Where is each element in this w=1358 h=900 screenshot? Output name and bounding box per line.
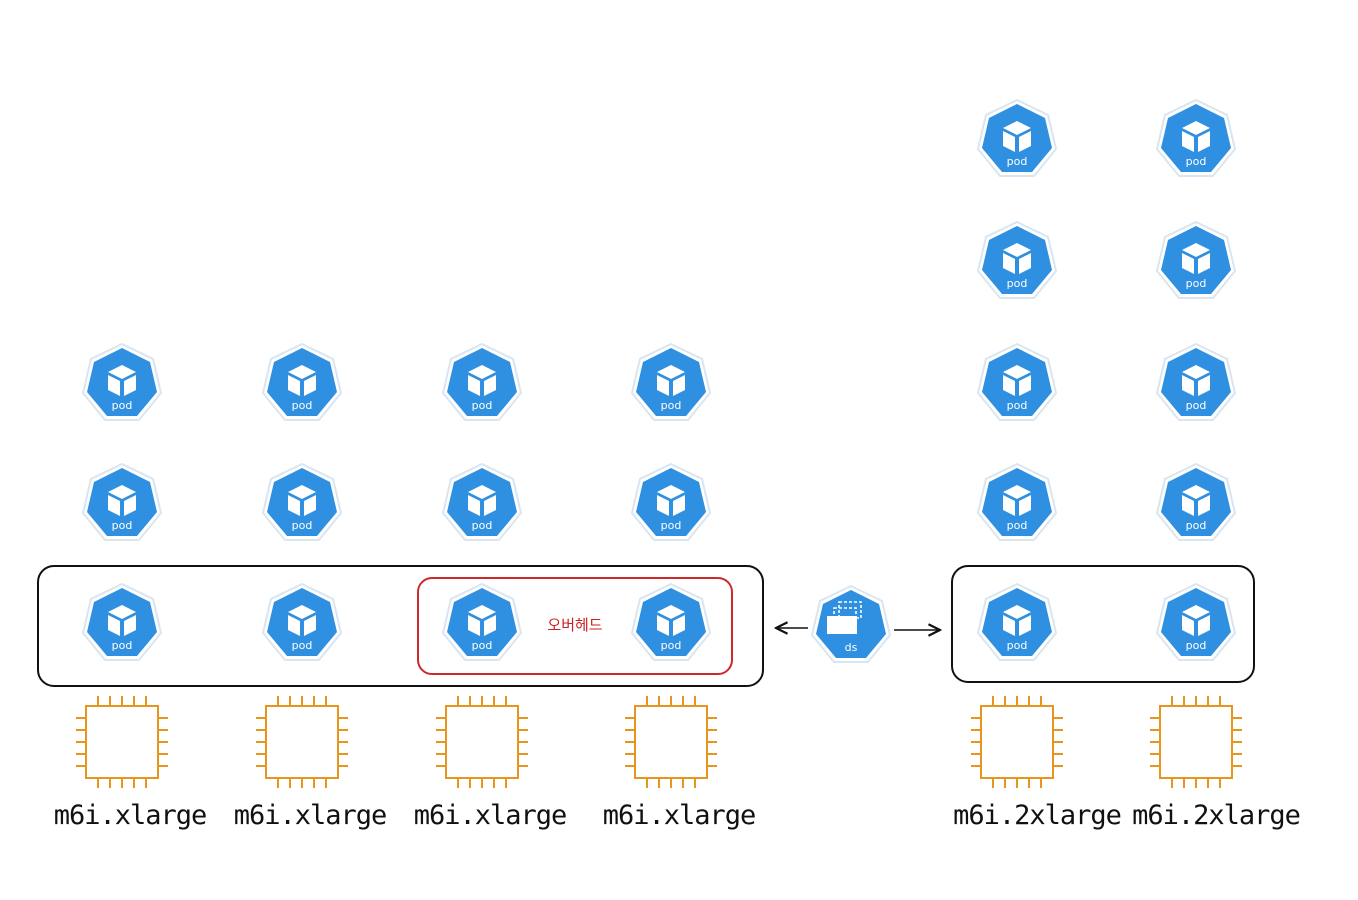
pod-icon: pod bbox=[631, 343, 711, 421]
overhead-highlight-box bbox=[417, 577, 733, 675]
pod-icon: pod bbox=[262, 463, 342, 541]
pod-icon: pod bbox=[82, 583, 162, 661]
daemonset-icon: ds bbox=[811, 585, 891, 663]
pod-label: pod bbox=[1186, 519, 1207, 532]
pod-icon: pod bbox=[1156, 343, 1236, 421]
ec2-instance-chip-icon bbox=[75, 695, 169, 789]
ec2-instance-chip-icon bbox=[435, 695, 529, 789]
instance-type-label: m6i.xlarge bbox=[414, 800, 567, 831]
pod-label: pod bbox=[292, 399, 313, 412]
pod-icon: pod bbox=[1156, 583, 1236, 661]
ec2-instance-chip-icon bbox=[624, 695, 718, 789]
pod-label: pod bbox=[1007, 399, 1028, 412]
pod-icon: pod bbox=[631, 463, 711, 541]
pod-icon: pod bbox=[977, 583, 1057, 661]
pod-icon: pod bbox=[1156, 221, 1236, 299]
pod-icon: pod bbox=[977, 221, 1057, 299]
pod-label: pod bbox=[1186, 639, 1207, 652]
pod-label: pod bbox=[661, 399, 682, 412]
instance-type-label: m6i.2xlarge bbox=[953, 800, 1121, 831]
pod-label: pod bbox=[112, 519, 133, 532]
pod-icon: pod bbox=[977, 99, 1057, 177]
pod-icon: pod bbox=[977, 343, 1057, 421]
pod-label: pod bbox=[472, 639, 493, 652]
daemonset-group-box-small-nodes bbox=[37, 565, 764, 687]
pod-label: pod bbox=[472, 519, 493, 532]
pod-label: pod bbox=[472, 399, 493, 412]
pod-icon: pod bbox=[442, 583, 522, 661]
pod-icon: pod bbox=[1156, 99, 1236, 177]
pod-icon: pod bbox=[442, 343, 522, 421]
pod-label: pod bbox=[1186, 277, 1207, 290]
pod-label: pod bbox=[1007, 155, 1028, 168]
daemonset-label: ds bbox=[845, 641, 858, 654]
pod-icon: pod bbox=[631, 583, 711, 661]
pod-icon: pod bbox=[1156, 463, 1236, 541]
pod-label: pod bbox=[1007, 277, 1028, 290]
overhead-label: 오버헤드 bbox=[547, 616, 602, 634]
nodes-layer: pod pod pod m6i.xlarge pod pod pod m6i.xlarge po… bbox=[54, 99, 1301, 831]
pod-icon: pod bbox=[977, 463, 1057, 541]
instance-type-label: m6i.2xlarge bbox=[1132, 800, 1300, 831]
pod-label: pod bbox=[1007, 639, 1028, 652]
pod-label: pod bbox=[292, 519, 313, 532]
instance-type-label: m6i.xlarge bbox=[603, 800, 756, 831]
pod-icon: pod bbox=[82, 463, 162, 541]
instance-type-label: m6i.xlarge bbox=[54, 800, 207, 831]
pod-label: pod bbox=[1186, 399, 1207, 412]
pod-icon: pod bbox=[262, 343, 342, 421]
pod-label: pod bbox=[661, 639, 682, 652]
pod-label: pod bbox=[112, 399, 133, 412]
pod-label: pod bbox=[661, 519, 682, 532]
pod-label: pod bbox=[292, 639, 313, 652]
pod-label: pod bbox=[112, 639, 133, 652]
ec2-instance-chip-icon bbox=[970, 695, 1064, 789]
instance-type-label: m6i.xlarge bbox=[234, 800, 387, 831]
pod-icon: pod bbox=[442, 463, 522, 541]
daemonset-group-box-large-nodes bbox=[951, 565, 1255, 683]
pod-label: pod bbox=[1186, 155, 1207, 168]
pod-label: pod bbox=[1007, 519, 1028, 532]
ec2-instance-chip-icon bbox=[1149, 695, 1243, 789]
pod-icon: pod bbox=[262, 583, 342, 661]
ec2-instance-chip-icon bbox=[255, 695, 349, 789]
pod-icon: pod bbox=[82, 343, 162, 421]
